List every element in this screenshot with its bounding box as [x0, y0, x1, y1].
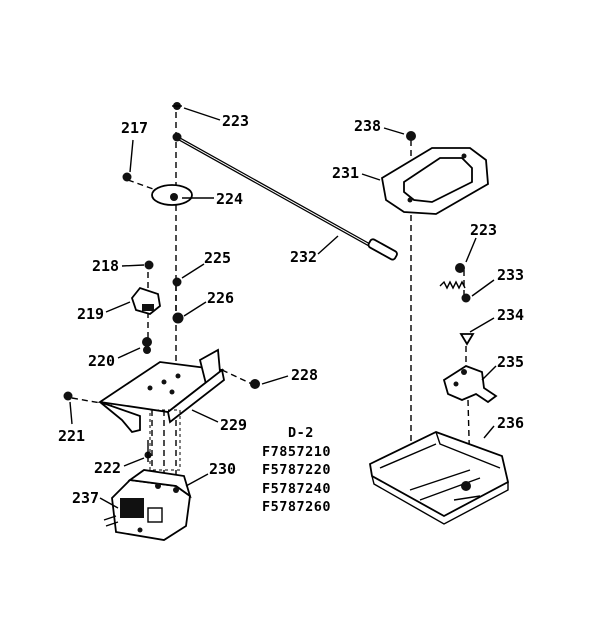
- bracket-229: [97, 348, 225, 471]
- label-228: 228: [291, 366, 318, 384]
- model-code-3: F5787240: [262, 481, 331, 497]
- label-232: 232: [290, 248, 317, 266]
- label-238: 238: [354, 117, 381, 135]
- label-219: 219: [77, 305, 104, 323]
- rod-232: [172, 132, 398, 261]
- label-230: 230: [209, 460, 236, 478]
- label-233: 233: [497, 266, 524, 284]
- leader-lines: [69, 107, 497, 509]
- frame-231: [381, 147, 489, 215]
- label-217: 217: [121, 119, 148, 137]
- label-220: 220: [88, 352, 115, 370]
- model-code-block: D-2 F7857210 F5787220 F5787240 F5787260: [262, 425, 331, 515]
- model-code-1: F7857210: [262, 444, 331, 460]
- model-code-2: F5787220: [262, 462, 331, 478]
- label-236: 236: [497, 414, 524, 432]
- label-221: 221: [58, 427, 85, 445]
- part-labels: 223 217 224 218 225 226 219 220 221 222 …: [58, 112, 524, 507]
- label-226: 226: [207, 289, 234, 307]
- thermostat-230: [103, 469, 192, 541]
- housing-236: [369, 431, 510, 525]
- model-code-4: F5787260: [262, 499, 331, 515]
- label-235: 235: [497, 353, 524, 371]
- assembly-dashed-lines: [71, 112, 471, 490]
- section-code: D-2: [288, 425, 314, 441]
- label-225: 225: [204, 249, 231, 267]
- label-234: 234: [497, 306, 524, 324]
- label-224: 224: [216, 190, 243, 208]
- damper-235: [442, 364, 498, 404]
- label-223-right: 223: [470, 221, 497, 239]
- hardware-parts: [63, 102, 475, 462]
- label-223-top: 223: [222, 112, 249, 130]
- label-229: 229: [220, 416, 247, 434]
- label-237: 237: [72, 489, 99, 507]
- label-231: 231: [332, 164, 359, 182]
- label-218: 218: [92, 257, 119, 275]
- label-222: 222: [94, 459, 121, 477]
